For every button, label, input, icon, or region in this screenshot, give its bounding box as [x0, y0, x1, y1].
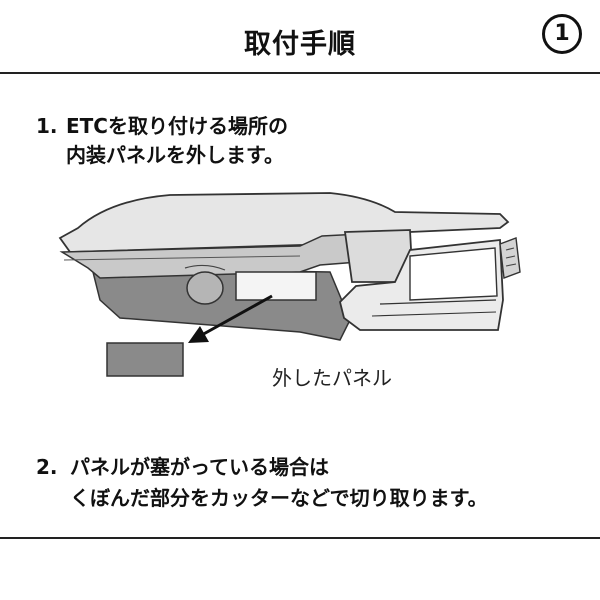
removal-arrow: [199, 294, 273, 338]
removed-panel-caption: 外したパネル: [272, 366, 392, 390]
panel-opening: [235, 271, 317, 301]
dashboard-trim-line: [63, 255, 301, 261]
step-2-line-2: くぼんだ部分をカッターなどで切り取ります。: [70, 486, 488, 510]
footer-divider: [0, 537, 600, 539]
dashboard-illustration: [58, 192, 521, 377]
removal-arrow-head: [188, 326, 209, 343]
step-1-number: 1.: [36, 114, 58, 138]
dial-knob: [186, 271, 224, 305]
removed-panel: [106, 342, 184, 377]
header-divider: [0, 72, 600, 74]
step-2-line-1: パネルが塞がっている場合は: [70, 455, 329, 479]
header: 取付手順 1: [0, 0, 600, 72]
dashboard-front-strip: [59, 233, 361, 279]
step-1-line-1: ETCを取り付ける場所の: [66, 114, 288, 138]
step-1-instruction: 1. ETCを取り付ける場所の 内装パネルを外します。: [36, 112, 288, 170]
page-title: 取付手順: [244, 29, 356, 60]
step-number-badge: 1: [542, 14, 582, 54]
step-2-number: 2.: [36, 455, 58, 479]
dashboard-top-surface: [58, 192, 510, 253]
step-2-instruction: 2. パネルが塞がっている場合は くぼんだ部分をカッターなどで切り取ります。: [36, 452, 488, 514]
step-1-line-2: 内装パネルを外します。: [66, 143, 284, 167]
side-vent: [499, 237, 521, 279]
